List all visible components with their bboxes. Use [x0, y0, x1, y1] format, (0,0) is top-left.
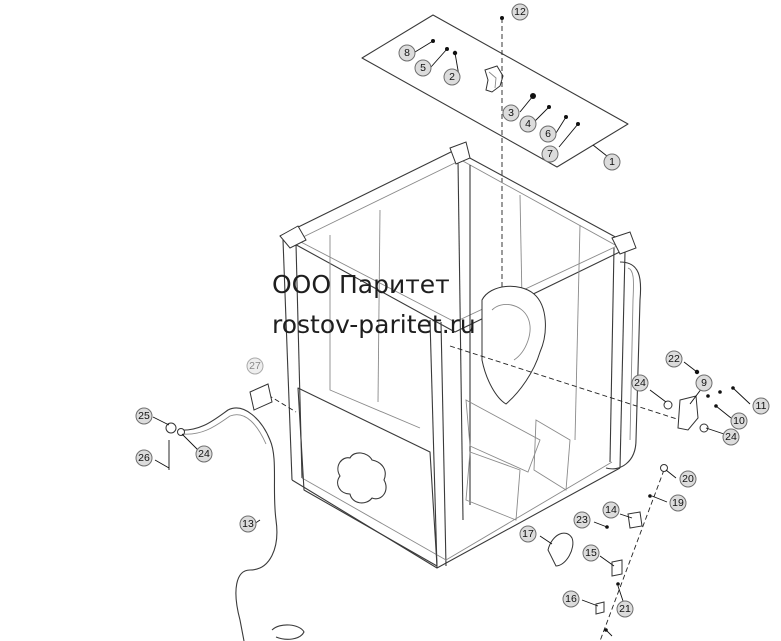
- callout-12: 12: [511, 3, 529, 21]
- callout-24-label: 24: [198, 448, 210, 460]
- callout-27-label: 27: [249, 360, 261, 372]
- callout-1-label: 1: [609, 156, 615, 168]
- callout-16-label: 16: [565, 593, 577, 605]
- callout-20: 20: [679, 470, 697, 488]
- callout-2-label: 2: [449, 71, 455, 83]
- motor-assembly: [465, 285, 571, 521]
- axis-12-point: [500, 16, 504, 20]
- callout-19-label: 19: [672, 497, 684, 509]
- callout-9-label: 9: [701, 377, 707, 389]
- callout-6: 6: [539, 125, 557, 143]
- latch-assembly: [649, 361, 751, 435]
- top-panel-outline: [361, 14, 629, 168]
- callout-12-label: 12: [514, 6, 526, 18]
- callout-4: 4: [519, 115, 537, 133]
- callout-17-label: 17: [522, 528, 534, 540]
- callout-10: 10: [730, 412, 748, 430]
- callout-23-label: 23: [576, 514, 588, 526]
- callout-24-label: 24: [725, 431, 737, 443]
- callout-7-label: 7: [547, 148, 553, 160]
- callout-26-label: 26: [138, 452, 150, 464]
- callout-15: 15: [582, 544, 600, 562]
- callout-13-label: 13: [242, 518, 254, 530]
- watermark-company-name: ООО Паритет: [272, 270, 450, 299]
- callout-22-label: 22: [668, 353, 680, 365]
- callout-26: 26: [135, 449, 153, 467]
- callout-8: 8: [398, 44, 416, 62]
- label-plate-27: [249, 383, 273, 411]
- callout-9: 9: [695, 374, 713, 392]
- callout-11: 11: [752, 397, 770, 415]
- callout-23: 23: [573, 511, 591, 529]
- callout-2: 2: [443, 68, 461, 86]
- callout-27: 27: [246, 357, 264, 375]
- callout-24-right-a: 24: [631, 374, 649, 392]
- callout-5: 5: [414, 59, 432, 77]
- callout-24-right-b: 24: [722, 428, 740, 446]
- callout-10-label: 10: [733, 415, 745, 427]
- callout-8-label: 8: [404, 47, 410, 59]
- callout-25-label: 25: [138, 410, 150, 422]
- callout-7: 7: [541, 145, 559, 163]
- callout-25: 25: [135, 407, 153, 425]
- callout-14: 14: [602, 501, 620, 519]
- wiring-harness: [165, 407, 305, 641]
- callout-4-label: 4: [525, 118, 531, 130]
- callout-11-label: 11: [756, 400, 767, 412]
- callout-21-label: 21: [619, 603, 631, 615]
- callout-24-left: 24: [195, 445, 213, 463]
- callout-15-label: 15: [585, 547, 597, 559]
- callout-19: 19: [669, 494, 687, 512]
- hinge-bracket: [484, 65, 504, 93]
- callout-17: 17: [519, 525, 537, 543]
- callout-6-label: 6: [545, 128, 551, 140]
- callout-24-label: 24: [634, 377, 646, 389]
- watermark-website: rostov-paritet.ru: [272, 310, 476, 339]
- callout-14-label: 14: [605, 504, 617, 516]
- callout-3-label: 3: [508, 107, 514, 119]
- right-hose-tube: [605, 261, 642, 470]
- assembly-axis-lower: [599, 469, 665, 641]
- side-panel: [297, 387, 438, 567]
- callout-5-label: 5: [420, 62, 426, 74]
- lower-right-parts: [539, 464, 677, 637]
- callout-13: 13: [239, 515, 257, 533]
- callout-20-label: 20: [682, 473, 694, 485]
- callout-16: 16: [562, 590, 580, 608]
- assembly-axis-diagonal: [449, 345, 681, 421]
- callout-1: 1: [603, 153, 621, 171]
- callout-21: 21: [616, 600, 634, 618]
- callout-3: 3: [502, 104, 520, 122]
- cabinet-frame: [279, 141, 637, 569]
- callout-22: 22: [665, 350, 683, 368]
